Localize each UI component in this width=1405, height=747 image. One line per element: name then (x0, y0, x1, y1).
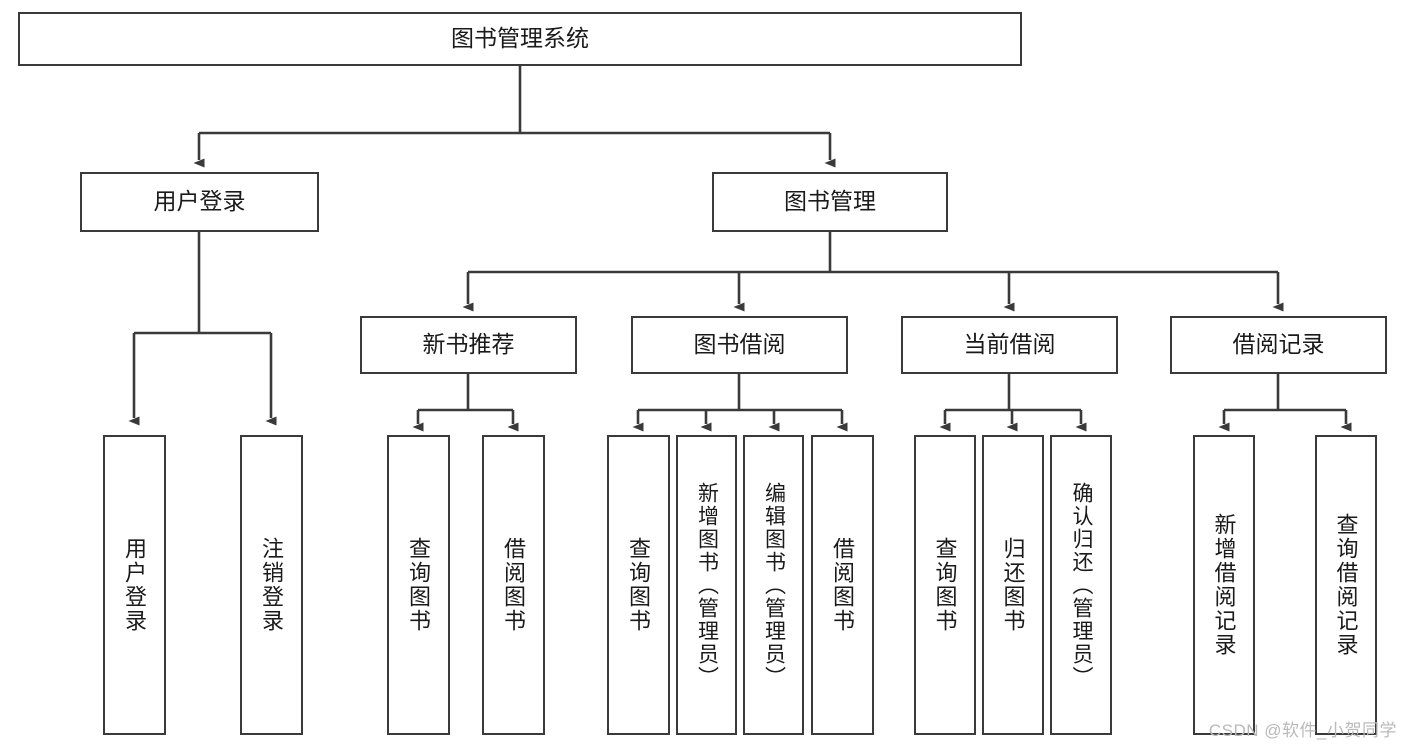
node-book-borrow-label: 图书借阅 (693, 331, 786, 358)
leaf-borrow-book-newbook[interactable]: 借阅图书 (482, 435, 545, 735)
node-new-book-recommend[interactable]: 新书推荐 (360, 316, 577, 374)
leaf-add-book-admin[interactable]: 新增图书（管理员） (676, 435, 737, 735)
leaf-return-book-label: 归还图书 (1000, 537, 1026, 633)
leaf-query-book-current[interactable]: 查询图书 (914, 435, 976, 735)
node-login[interactable]: 用户登录 (80, 172, 319, 232)
node-root-label: 图书管理系统 (451, 25, 589, 52)
leaf-logout-label: 注销登录 (259, 537, 285, 633)
leaf-return-book[interactable]: 归还图书 (982, 435, 1044, 735)
node-current-borrow-label: 当前借阅 (963, 331, 1056, 358)
leaf-borrow-book-label: 借阅图书 (830, 537, 856, 633)
node-book-management-label: 图书管理 (784, 188, 876, 215)
node-borrow-records[interactable]: 借阅记录 (1170, 316, 1387, 374)
leaf-query-book-borrow-label: 查询图书 (626, 537, 652, 633)
leaf-add-borrow-record-label: 新增借阅记录 (1211, 513, 1237, 657)
node-current-borrow[interactable]: 当前借阅 (901, 316, 1118, 374)
node-login-label: 用户登录 (153, 188, 246, 215)
leaf-borrow-book[interactable]: 借阅图书 (811, 435, 874, 735)
node-borrow-records-label: 借阅记录 (1232, 331, 1325, 358)
leaf-add-borrow-record[interactable]: 新增借阅记录 (1193, 435, 1255, 735)
node-book-borrow[interactable]: 图书借阅 (631, 316, 848, 374)
leaf-query-book-newbook[interactable]: 查询图书 (387, 435, 450, 735)
leaf-add-book-admin-label: 新增图书（管理员） (695, 481, 719, 689)
leaf-edit-book-admin-label: 编辑图书（管理员） (762, 481, 786, 689)
csdn-watermark: CSDN @软件_小贺同学 (1208, 721, 1397, 740)
leaf-edit-book-admin[interactable]: 编辑图书（管理员） (743, 435, 804, 735)
leaf-query-book-newbook-label: 查询图书 (406, 537, 432, 633)
leaf-confirm-return-admin-label: 确认归还（管理员） (1070, 481, 1094, 689)
leaf-query-borrow-record-label: 查询借阅记录 (1333, 513, 1359, 657)
node-book-management[interactable]: 图书管理 (712, 172, 948, 232)
leaf-query-borrow-record[interactable]: 查询借阅记录 (1315, 435, 1377, 735)
leaf-borrow-book-newbook-label: 借阅图书 (501, 537, 527, 633)
leaf-query-book-current-label: 查询图书 (932, 537, 958, 633)
leaf-user-login[interactable]: 用户登录 (103, 435, 166, 735)
node-new-book-recommend-label: 新书推荐 (422, 331, 515, 358)
node-root[interactable]: 图书管理系统 (18, 12, 1022, 66)
leaf-user-login-label: 用户登录 (122, 537, 148, 633)
leaf-confirm-return-admin[interactable]: 确认归还（管理员） (1050, 435, 1112, 735)
leaf-query-book-borrow[interactable]: 查询图书 (607, 435, 670, 735)
leaf-logout[interactable]: 注销登录 (240, 435, 303, 735)
